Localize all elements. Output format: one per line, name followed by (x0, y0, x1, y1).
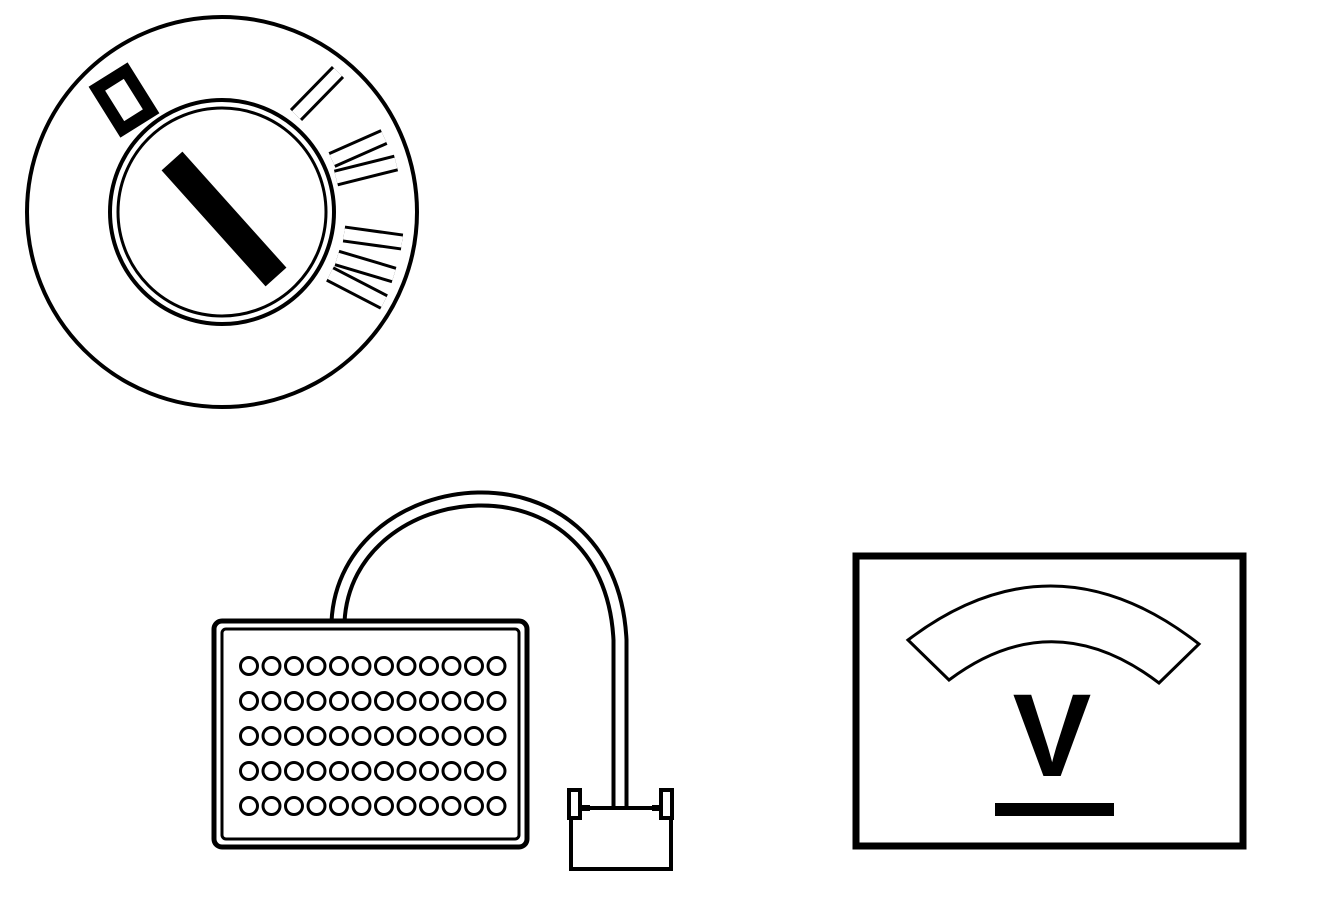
breakout-connector-icon (567, 788, 674, 871)
breakout-pin (486, 761, 507, 781)
breakout-pin (306, 761, 327, 781)
voltmeter-icon: V (852, 552, 1247, 850)
breakout-pin (396, 691, 417, 711)
breakout-pin (441, 761, 462, 781)
breakout-pin (261, 726, 282, 746)
breakout-pin (284, 726, 304, 746)
breakout-pin (419, 656, 439, 676)
breakout-pin (419, 761, 439, 781)
position-mark-0 (88, 62, 160, 138)
voltmeter-housing (852, 552, 1247, 850)
position-mark-II (328, 129, 399, 187)
breakout-pin (351, 761, 372, 781)
voltmeter-unit-label: V (1013, 670, 1092, 802)
breakout-pin (306, 656, 327, 676)
breakout-pin (441, 726, 462, 746)
breakout-pin (351, 726, 372, 746)
breakout-pin (396, 761, 417, 781)
breakout-pin (284, 691, 304, 711)
position-mark-III (326, 225, 404, 310)
breakout-box-icon (211, 490, 674, 871)
breakout-pin (239, 796, 259, 816)
breakout-pin (329, 796, 349, 816)
breakout-pin (396, 726, 417, 746)
breakout-pin (284, 796, 304, 816)
breakout-pin (419, 796, 439, 816)
breakout-pin (261, 656, 282, 676)
breakout-pin (441, 656, 462, 676)
breakout-pin (374, 691, 394, 711)
breakout-pin (374, 761, 394, 781)
breakout-pin (261, 761, 282, 781)
breakout-pin (486, 656, 507, 676)
breakout-pin (329, 726, 349, 746)
breakout-pin-grid (239, 656, 507, 816)
breakout-pin (486, 726, 507, 746)
breakout-pin (329, 656, 349, 676)
ignition-lock-cylinder-outer (108, 98, 336, 326)
breakout-pin (374, 726, 394, 746)
breakout-pin (419, 691, 439, 711)
ignition-lock-cylinder-inner (116, 106, 328, 318)
ignition-switch-icon (25, 15, 419, 409)
breakout-pin (419, 726, 439, 746)
breakout-pin (261, 691, 282, 711)
breakout-pin (329, 761, 349, 781)
ignition-key-slot (161, 151, 287, 287)
breakout-pin (261, 796, 282, 816)
breakout-pin (351, 656, 372, 676)
breakout-pin (396, 796, 417, 816)
breakout-pin (464, 726, 484, 746)
breakout-pin (239, 761, 259, 781)
breakout-pin (306, 691, 327, 711)
voltmeter-dc-bar (995, 803, 1114, 816)
breakout-pin (306, 796, 327, 816)
breakout-pin (239, 691, 259, 711)
breakout-pin (464, 796, 484, 816)
breakout-pin (351, 796, 372, 816)
voltmeter-scale-arc (905, 584, 1202, 685)
breakout-pin (396, 656, 417, 676)
breakout-pin (374, 796, 394, 816)
breakout-pin (464, 656, 484, 676)
position-mark-I (289, 66, 345, 121)
breakout-pin (441, 691, 462, 711)
breakout-pin (329, 691, 349, 711)
breakout-pin (374, 656, 394, 676)
breakout-pin (284, 761, 304, 781)
breakout-pin (441, 796, 462, 816)
breakout-pin (464, 761, 484, 781)
breakout-pin (284, 656, 304, 676)
breakout-pin (464, 691, 484, 711)
breakout-pin (486, 796, 507, 816)
breakout-pin (306, 726, 327, 746)
breakout-pin (239, 656, 259, 676)
breakout-pin (239, 726, 259, 746)
ignition-outer-ring (25, 15, 419, 409)
breakout-pin (351, 691, 372, 711)
breakout-pin (486, 691, 507, 711)
